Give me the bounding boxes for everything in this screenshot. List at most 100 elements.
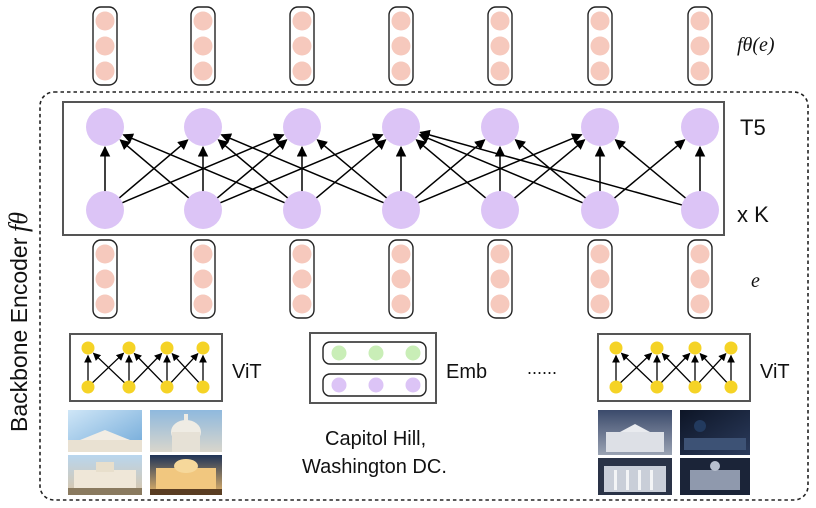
emb-label: Emb <box>446 361 487 383</box>
output-token-dot <box>391 36 411 56</box>
t5-arrow <box>314 139 387 200</box>
input-token-dot <box>490 244 510 264</box>
white-house-front-photo <box>598 458 672 495</box>
output-token-dot <box>193 11 213 31</box>
vit-left-upper-node <box>196 341 210 355</box>
output-token-dot <box>391 11 411 31</box>
backbone-encoder-label: Backbone Encoder <box>6 237 32 432</box>
input-token-dot <box>292 269 312 289</box>
t5-arrow <box>217 139 290 200</box>
vit-right-arrow <box>620 352 654 384</box>
t5-lower-node-7 <box>681 191 719 229</box>
vit-right-upper-node <box>609 341 623 355</box>
input-token-3 <box>289 239 315 319</box>
emb-row-purple <box>322 373 427 397</box>
t5-arrow <box>220 133 386 205</box>
t5-upper-node-7 <box>681 108 719 146</box>
t5-upper-node-3 <box>283 108 321 146</box>
t5-box <box>62 101 725 236</box>
t5-lower-node-3 <box>283 191 321 229</box>
output-token-dot <box>590 61 610 81</box>
input-token-dot <box>95 294 115 314</box>
t5-arrow <box>122 133 287 205</box>
t5-arrows <box>99 129 706 207</box>
white-house-night-photo <box>680 458 750 495</box>
t5-arrow <box>119 139 191 200</box>
t5-upper-node-1 <box>86 108 124 146</box>
output-token-dot <box>391 61 411 81</box>
vit-left-arrow <box>91 352 125 384</box>
t5-arrow <box>218 133 384 205</box>
repeat-label: x K <box>737 202 769 227</box>
input-token-dot <box>193 269 213 289</box>
vit-left-upper-node <box>160 341 174 355</box>
input-token-dot <box>95 244 115 264</box>
t5-nodes <box>86 108 719 229</box>
emb-row-green <box>322 341 427 365</box>
emb-purple-dot <box>331 377 347 393</box>
t5-arrow <box>120 133 285 205</box>
vit-left-lower-node <box>81 380 95 394</box>
t5-arrow <box>413 139 486 200</box>
vit-left-upper-node <box>122 341 136 355</box>
input-token-7 <box>687 239 713 319</box>
capitol-night-photo <box>150 455 222 495</box>
t5-arrow <box>612 139 686 200</box>
t5-arrow <box>614 139 688 200</box>
t5-label: T5 <box>740 115 766 140</box>
t5-arrow <box>419 129 684 207</box>
output-token-2 <box>190 6 216 86</box>
input-token-4 <box>388 239 414 319</box>
caption-line-2: Washington DC. <box>302 456 447 478</box>
t5-lower-node-5 <box>481 191 519 229</box>
vit-right-upper-node <box>650 341 664 355</box>
vit-left-arrow <box>92 352 126 384</box>
vit-right-arrow <box>698 352 727 384</box>
output-token-dot <box>590 11 610 31</box>
output-token-7 <box>687 6 713 86</box>
sky-building-photo <box>68 410 142 452</box>
t5-arrow <box>316 139 389 200</box>
capitol-building-photo <box>68 455 142 495</box>
output-token-dot <box>193 36 213 56</box>
output-token-row <box>92 6 713 86</box>
input-token-dot <box>292 294 312 314</box>
output-token-dot <box>690 36 710 56</box>
f-theta-e-label: fθ(e) <box>737 34 775 56</box>
t5-lower-node-6 <box>581 191 619 229</box>
vit-right-arrow <box>699 352 728 384</box>
input-token-dot <box>292 244 312 264</box>
input-token-dot <box>590 244 610 264</box>
photos-right <box>598 410 750 495</box>
f-theta-label: fθ <box>4 212 33 232</box>
t5-arrow <box>117 139 189 200</box>
output-token-dot <box>95 11 115 31</box>
output-token-dot <box>490 61 510 81</box>
input-token-dot <box>95 269 115 289</box>
emb-box <box>309 332 437 404</box>
e-label: e <box>751 270 760 292</box>
emb-green-dot <box>405 345 421 361</box>
night-sky-photo <box>680 410 750 455</box>
vit-right-arrow <box>661 352 692 384</box>
t5-lower-node-2 <box>184 191 222 229</box>
vit-graph-left <box>81 341 210 394</box>
vit-left-arrow <box>170 352 199 384</box>
emb-purple-dot <box>368 377 384 393</box>
vit-box-right <box>597 333 751 402</box>
output-token-4 <box>388 6 414 86</box>
output-token-dot <box>590 36 610 56</box>
t5-upper-node-6 <box>581 108 619 146</box>
output-token-1 <box>92 6 118 86</box>
input-token-dot <box>391 244 411 264</box>
output-token-dot <box>193 61 213 81</box>
output-token-dot <box>95 61 115 81</box>
emb-green-dot <box>331 345 347 361</box>
output-token-3 <box>289 6 315 86</box>
vit-left-lower-node <box>196 380 210 394</box>
vit-left-lower-node <box>160 380 174 394</box>
input-token-dot <box>391 269 411 289</box>
input-token-dot <box>590 269 610 289</box>
vit-right-lower-node <box>724 380 738 394</box>
